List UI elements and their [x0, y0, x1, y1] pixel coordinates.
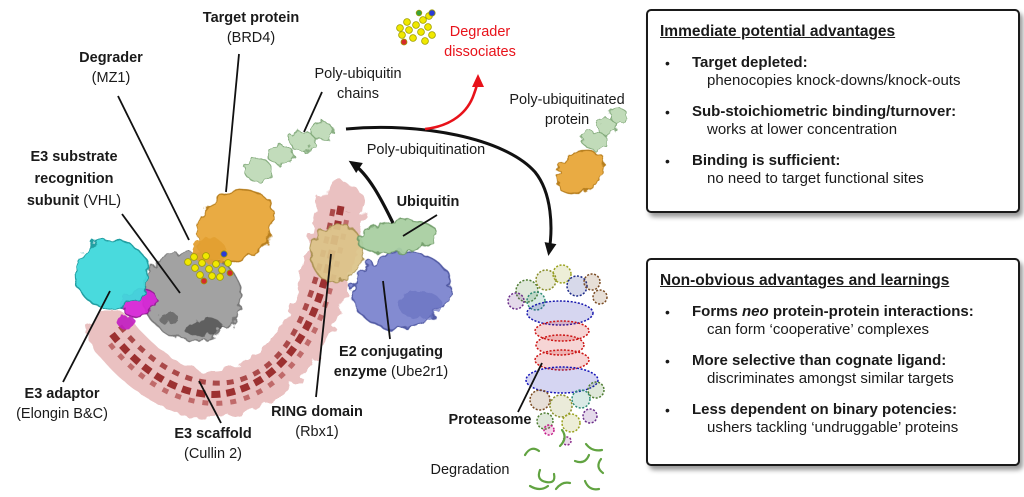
label-proteasome: Proteasome — [448, 410, 531, 430]
e3-adaptor-name: E3 adaptor — [24, 386, 100, 402]
non-obvious-advantages-box: Non-obvious advantages and learnings • F… — [646, 258, 1020, 466]
label-e3-substrate: E3 substrate recognition subunit (VHL) — [27, 146, 121, 212]
box2-bullet-2-head: More selective than cognate ligand: — [692, 352, 947, 369]
e2-line1: E2 conjugating — [339, 344, 443, 360]
e3-substrate-line1: E3 substrate — [30, 149, 118, 165]
ring-domain-detail: (Rbx1) — [295, 424, 339, 440]
box1-title: Immediate potential advantages — [660, 23, 896, 40]
box1-bullet-2-head: Sub-stoichiometric binding/turnover: — [692, 103, 957, 120]
box2-bullet-1-head-pre: Forms — [692, 303, 743, 320]
degrader-dissociates-line2: dissociates — [444, 44, 516, 60]
label-ubiquitin: Ubiquitin — [397, 192, 460, 212]
dissociated-degrader-molecule — [396, 9, 436, 46]
leader-vhl — [121, 213, 181, 294]
box1-bullet-1: • Target depleted: phenocopies knock-dow… — [658, 54, 1006, 90]
leader-e3-adaptor — [62, 290, 111, 383]
poly-ub-protein-line2: protein — [544, 112, 590, 128]
box1-bullet-3-head: Binding is sufficient: — [692, 152, 841, 169]
arrow-to-proteasome — [345, 125, 557, 256]
target-protein-name: Target protein — [202, 10, 300, 26]
proteasome-text: Proteasome — [448, 412, 532, 428]
poly-ubiquitination-text: Poly-ubiquitination — [366, 142, 486, 158]
bullet-icon: • — [665, 153, 670, 169]
label-ring-domain: RING domain (Rbx1) — [271, 402, 363, 442]
e2-line2-detail: (Ube2r1) — [391, 364, 449, 380]
immediate-advantages-box: Immediate potential advantages • Target … — [646, 9, 1020, 213]
rbx1-structure — [310, 223, 364, 283]
poly-ubiquitin-chain-structure — [243, 121, 334, 182]
label-degradation: Degradation — [431, 460, 510, 480]
label-poly-ubiquitinated-protein: Poly-ubiquitinated protein — [509, 90, 624, 130]
brd4-structure — [192, 188, 274, 264]
degrader-dissociates-line1: Degrader — [449, 24, 511, 40]
arrow-degrader-dissociates — [424, 74, 484, 131]
arrow-poly-ubiquitination-cycle — [348, 160, 395, 224]
proteasome-structure — [507, 264, 608, 446]
leader-proteasome — [517, 362, 543, 413]
degrader-detail: (MZ1) — [91, 70, 131, 86]
ubiquitin-text: Ubiquitin — [396, 194, 460, 210]
leader-ring — [315, 253, 332, 398]
label-poly-ub-chains: Poly-ubiquitin chains — [314, 64, 401, 104]
e3-substrate-line2: recognition — [34, 171, 114, 187]
e3-scaffold-name: E3 scaffold — [174, 426, 252, 442]
degrader-name: Degrader — [79, 50, 143, 66]
box2-bullet-2: • More selective than cognate ligand: di… — [658, 352, 1006, 388]
degradation-peptides — [523, 428, 605, 491]
poly-ubiquitinated-protein-structure — [555, 107, 628, 195]
box2-bullet-1: • Forms neo protein-protein interactions… — [658, 303, 1006, 339]
box2-bullet-3-body: ushers tackling ‘undruggable’ proteins — [707, 419, 959, 436]
box2-bullet-1-head: Forms neo protein-protein interactions: — [692, 303, 1006, 321]
label-degrader-dissociates: Degrader dissociates — [444, 22, 516, 62]
bullet-icon: • — [665, 353, 670, 369]
box1-bullet-1-head: Target depleted: — [692, 54, 808, 71]
arrows — [345, 74, 557, 256]
box2-bullet-1-body: can form ‘cooperative’ complexes — [707, 321, 930, 338]
e3-substrate-line3: subunit — [26, 193, 80, 209]
ubiquitin-structure — [356, 219, 438, 255]
label-e2-enzyme: E2 conjugating enzyme (Ube2r1) — [334, 342, 448, 382]
leader-e2 — [382, 280, 391, 340]
leader-degrader — [117, 95, 190, 241]
box1-bullet-2-body: works at lower concentration — [707, 121, 898, 138]
box1-bullet-3: • Binding is sufficient: no need to targ… — [658, 152, 1006, 188]
poly-ub-chains-line2: chains — [337, 86, 379, 102]
bullet-icon: • — [665, 304, 670, 320]
leader-target-protein — [225, 53, 240, 193]
ring-domain-name: RING domain — [271, 404, 363, 420]
e3-scaffold-detail: (Cullin 2) — [183, 446, 243, 462]
e2-enzyme-structure — [351, 250, 451, 330]
label-degrader: Degrader (MZ1) — [79, 48, 143, 88]
poly-ub-chains-line1: Poly-ubiquitin — [314, 66, 402, 82]
label-e3-scaffold: E3 scaffold (Cullin 2) — [174, 424, 251, 464]
e3-substrate-detail: (VHL) — [83, 193, 122, 209]
box2-bullet-1-head-post: protein-protein interactions: — [768, 303, 974, 320]
box2-bullet-3: • Less dependent on binary potencies: us… — [658, 401, 1006, 437]
elongin-bc-structure — [74, 239, 156, 329]
box2-title: Non-obvious advantages and learnings — [660, 272, 950, 289]
bullet-icon: • — [665, 55, 670, 71]
box2-bullet-3-head: Less dependent on binary potencies: — [692, 401, 958, 418]
box1-bullet-2: • Sub-stoichiometric binding/turnover: w… — [658, 103, 1006, 139]
leader-ubiquitin — [402, 214, 438, 237]
e2-line2-bold: enzyme — [333, 364, 387, 380]
leader-lines — [62, 53, 543, 424]
bullet-icon: • — [665, 402, 670, 418]
e3-adaptor-detail: (Elongin B&C) — [16, 406, 108, 422]
mz1-degrader-structure — [184, 250, 234, 285]
box2-bullet-1-head-italic: neo — [742, 303, 769, 320]
poly-ub-protein-line1: Poly-ubiquitinated — [509, 92, 625, 108]
box1-bullet-1-body: phenocopies knock-downs/knock-outs — [707, 72, 961, 89]
box1-bullet-3-body: no need to target functional sites — [707, 170, 924, 187]
label-poly-ubiquitination: Poly-ubiquitination — [367, 140, 486, 160]
label-e3-adaptor: E3 adaptor (Elongin B&C) — [16, 384, 108, 424]
target-protein-detail: (BRD4) — [226, 30, 276, 46]
leader-e3-scaffold — [198, 380, 222, 424]
leader-poly-ub-chains — [303, 91, 323, 133]
degradation-text: Degradation — [430, 462, 510, 478]
label-target-protein: Target protein (BRD4) — [203, 8, 299, 48]
box2-bullet-2-body: discriminates amongst similar targets — [707, 370, 954, 387]
bullet-icon: • — [665, 104, 670, 120]
